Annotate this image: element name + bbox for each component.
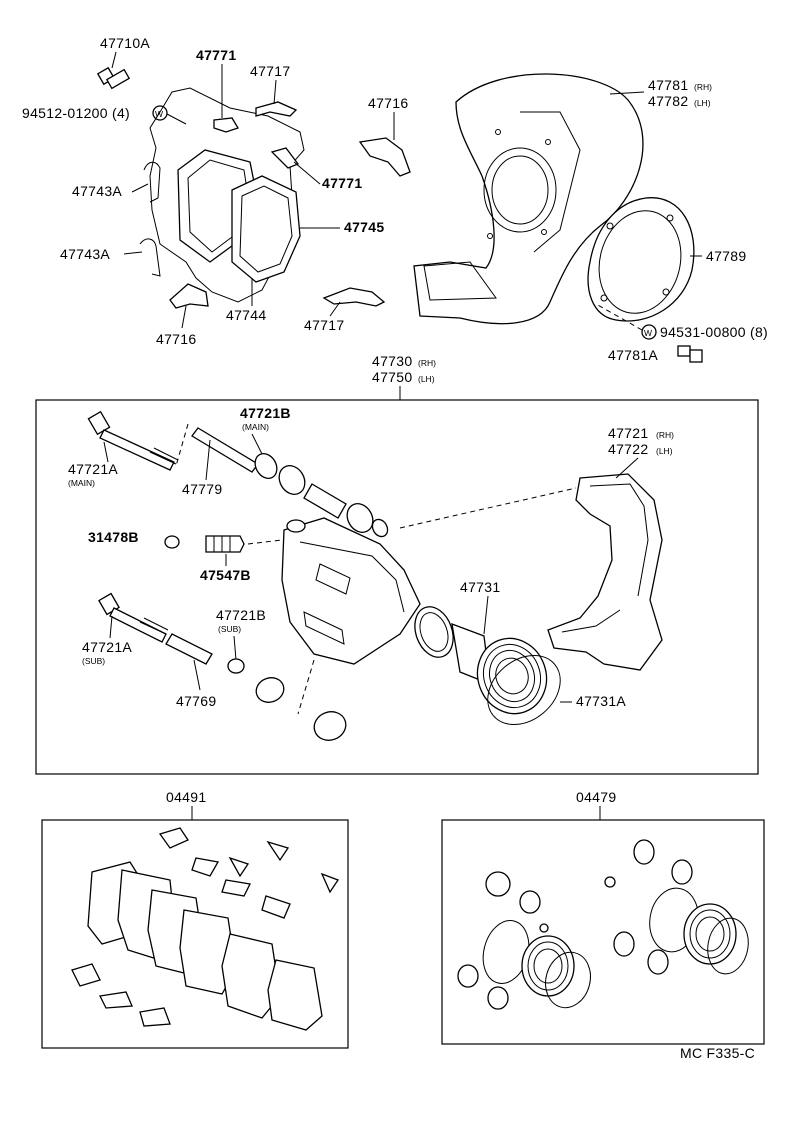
svg-text:(RH): (RH) — [694, 82, 712, 92]
boot-47721B-sub-drawing — [227, 658, 347, 741]
svg-text:(LH): (LH) — [418, 374, 435, 384]
callout-47730: 47730 — [372, 353, 412, 369]
caliper-body-drawing — [281, 517, 421, 665]
callout-47789: 47789 — [706, 248, 746, 264]
callout-47745: 47745 — [344, 219, 384, 235]
cap-31478B-drawing — [164, 535, 180, 549]
callout-47771-right: 47771 — [322, 175, 362, 191]
callout-47717-top: 47717 — [250, 63, 290, 79]
clip-47716-bottom — [169, 283, 209, 309]
svg-text:(SUB): (SUB) — [82, 656, 105, 666]
callout-47779: 47779 — [182, 481, 222, 497]
callout-47722: 47722 — [608, 441, 648, 457]
callout-04479: 04479 — [576, 789, 616, 805]
caliper-assembly-box — [35, 399, 759, 775]
dust-shield-drawing — [413, 73, 644, 325]
bolt-47781A-drawing — [677, 345, 703, 363]
boot-47721B-main-drawing — [254, 453, 389, 538]
kit-04479-box — [441, 819, 765, 1045]
callout-47750: 47750 — [372, 369, 412, 385]
callout-47731: 47731 — [460, 579, 500, 595]
gasket-47789-drawing — [587, 197, 695, 322]
kit-04479-seals-drawing — [457, 839, 749, 1010]
piston-47731-drawing — [414, 606, 561, 725]
callout-47721B-sub: 47721B — [216, 607, 266, 623]
callout-94512-01200: 94512-01200 (4) — [22, 105, 130, 121]
callout-94531-00800: 94531-00800 (8) — [660, 324, 768, 340]
callout-47721A-main: 47721A — [68, 461, 118, 477]
callout-47782: 47782 — [648, 93, 688, 109]
callout-47781A: 47781A — [608, 347, 658, 363]
bleeder-47547B-drawing — [205, 535, 245, 553]
callout-47743A-lower: 47743A — [60, 246, 110, 262]
brake-pad-outer — [231, 175, 301, 283]
svg-text:W: W — [644, 328, 652, 338]
kit-04491-box — [41, 819, 349, 1049]
washer-icon-2 — [641, 324, 657, 340]
svg-text:(LH): (LH) — [656, 446, 673, 456]
svg-text:(SUB): (SUB) — [218, 624, 241, 634]
figure-code: MC F335-C — [680, 1045, 755, 1061]
washer-icon — [152, 105, 168, 121]
callout-47710A: 47710A — [100, 35, 150, 51]
callout-47721: 47721 — [608, 425, 648, 441]
pin-47779-drawing — [191, 427, 259, 473]
clip-47771-top — [213, 117, 239, 133]
bolt-47710A-drawing — [96, 66, 131, 90]
svg-text:(RH): (RH) — [418, 358, 436, 368]
pin-47769-drawing — [165, 633, 213, 665]
bolt-47721A-main-drawing — [87, 410, 179, 471]
spring-47717-top — [255, 101, 298, 117]
callout-04491: 04491 — [166, 789, 206, 805]
spring-47717-bottom — [322, 287, 386, 307]
callout-47781: 47781 — [648, 77, 688, 93]
callout-47744: 47744 — [226, 307, 266, 323]
spring-47743A-upper — [143, 161, 161, 203]
callout-47721A-sub: 47721A — [82, 639, 132, 655]
callout-47743A-upper: 47743A — [72, 183, 122, 199]
callout-47716-bottom: 47716 — [156, 331, 196, 347]
bolt-47721A-sub-drawing — [98, 592, 169, 643]
callout-47716-top: 47716 — [368, 95, 408, 111]
callout-47717-bottom: 47717 — [304, 317, 344, 333]
mounting-bracket-drawing — [547, 473, 663, 671]
callout-47547B: 47547B — [200, 567, 251, 583]
svg-text:(RH): (RH) — [656, 430, 674, 440]
svg-text:(MAIN): (MAIN) — [68, 478, 95, 488]
clip-47716-top — [358, 137, 411, 177]
callout-47769: 47769 — [176, 693, 216, 709]
spring-47743A-lower — [139, 238, 161, 277]
kit-04491-pads-drawing — [71, 827, 339, 1031]
clip-47771-right — [270, 147, 300, 169]
callout-47771-top: 47771 — [196, 47, 236, 63]
callout-47721B-main: 47721B — [240, 405, 291, 421]
svg-text:(MAIN): (MAIN) — [242, 422, 269, 432]
callout-47731A: 47731A — [576, 693, 626, 709]
callout-31478B: 31478B — [88, 529, 139, 545]
svg-text:(LH): (LH) — [694, 98, 711, 108]
